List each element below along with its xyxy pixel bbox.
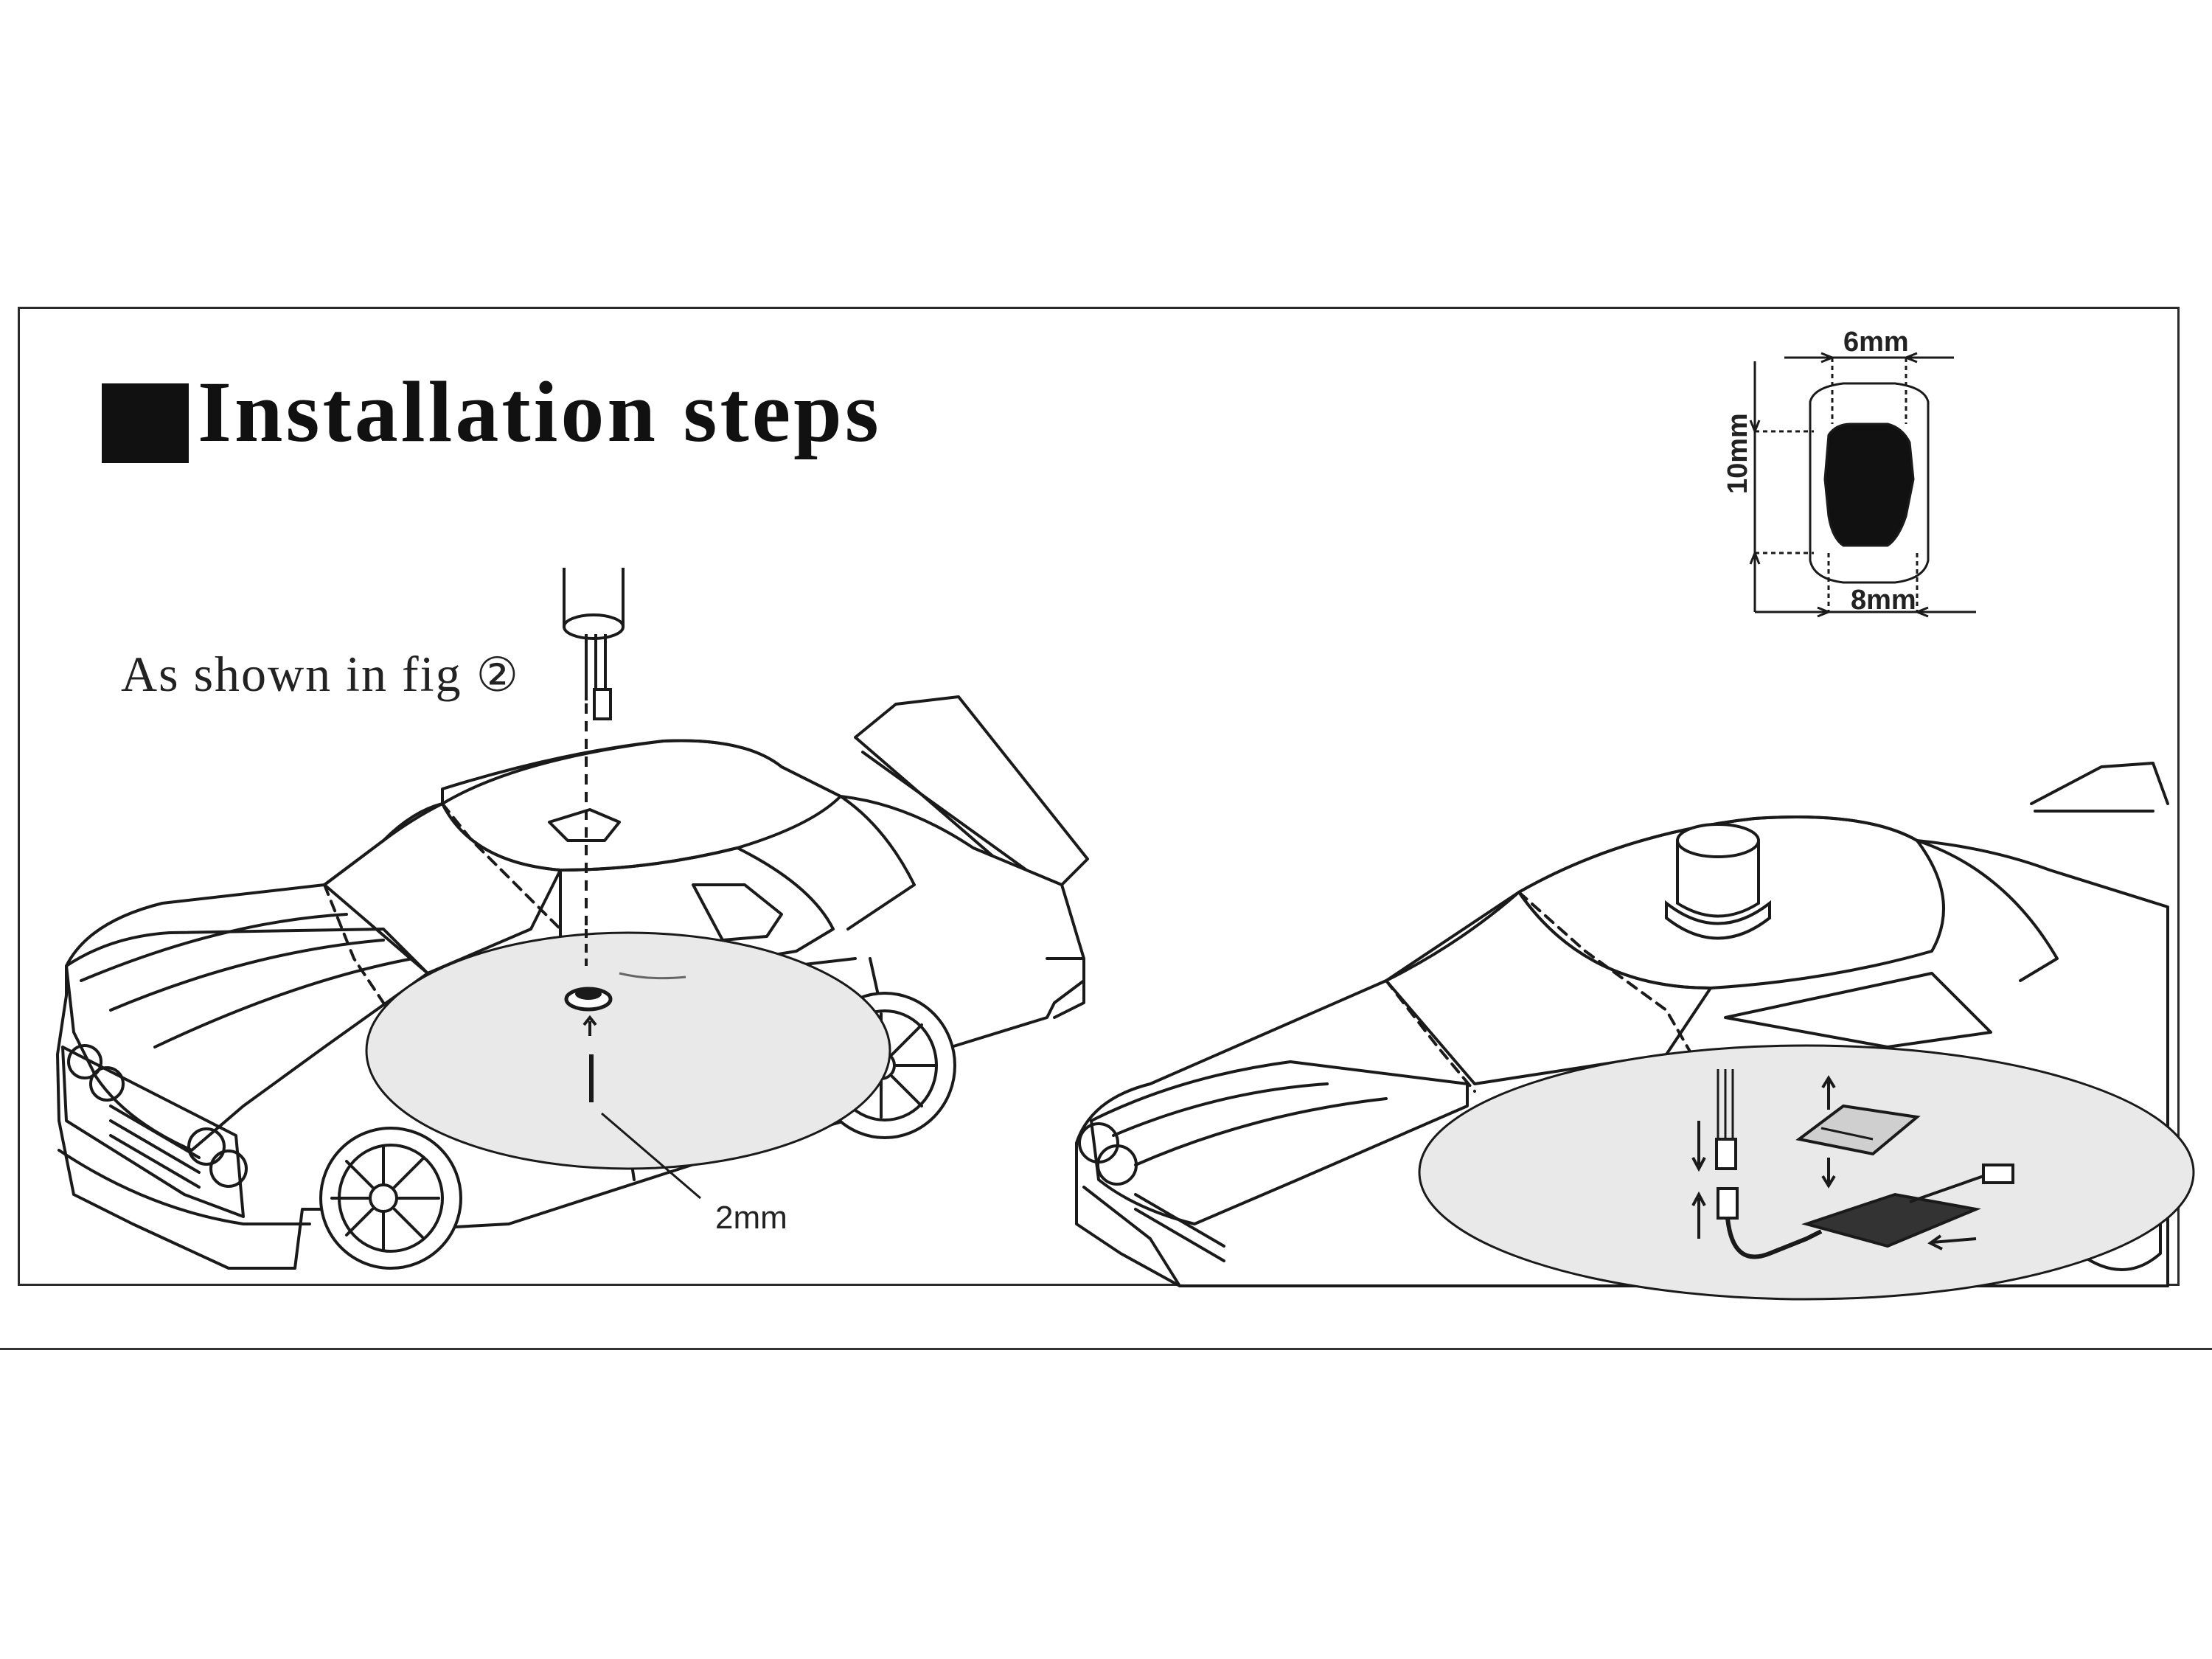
- screw-size-label: 2mm: [715, 1200, 787, 1236]
- beacon-base-dimension-diagram: [1749, 352, 1976, 618]
- dimension-top-width: 6mm: [1843, 327, 1909, 358]
- page-divider: [0, 1348, 2212, 1350]
- figure-number: ②: [476, 648, 520, 703]
- wiring-detail-callout: [1418, 1044, 2195, 1301]
- mounting-detail-callout: [365, 929, 891, 1200]
- figure-reference: As shown in fig ②: [121, 649, 520, 699]
- title-bullet-square: [102, 383, 189, 463]
- figure-reference-text: As shown in fig: [121, 646, 462, 702]
- dimension-height: 10mm: [1722, 413, 1753, 494]
- beacon-light-icon: [563, 568, 625, 925]
- section-title-text: Installation steps: [198, 364, 882, 460]
- section-title: Installation steps: [102, 369, 879, 463]
- mounted-beacon-icon: [1665, 823, 1771, 940]
- dimension-bottom-width: 8mm: [1851, 585, 1916, 616]
